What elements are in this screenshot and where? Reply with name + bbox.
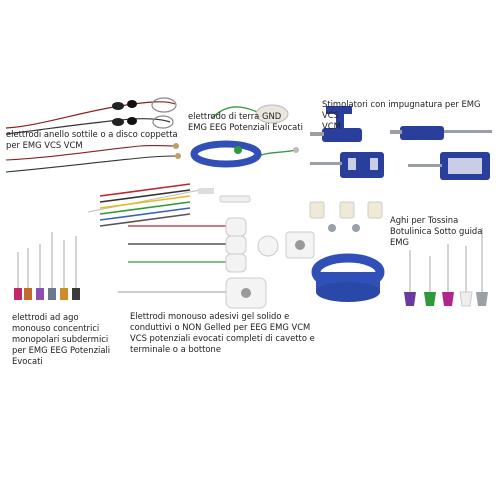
ring-electrode-cables	[5, 97, 181, 173]
ground-electrode	[211, 104, 299, 163]
label-botox-needles: Aghi per Tossina Botulinica Sotto guida …	[390, 215, 483, 247]
stimulator-group	[310, 106, 492, 180]
botox-needles	[404, 228, 488, 307]
concentric-needles	[14, 232, 80, 300]
velcro-strap	[311, 253, 385, 302]
label-stimulators: Stimolatori con impugnatura per EMG VCS …	[322, 99, 481, 131]
adhesive-electrodes	[118, 217, 315, 309]
label-concentric-needles: elettrodi ad ago monouso concentrici mon…	[12, 312, 111, 366]
cup-sensors	[309, 201, 383, 232]
label-ground-electrode: elettrodo di terra GND EMG EEG Potenzial…	[188, 111, 303, 132]
ground-strap	[190, 140, 262, 168]
label-ring-electrodes: elettrodi anello sottile o a disco coppe…	[6, 129, 178, 150]
label-disposable-electrodes: Elettrodi monouso adesivi gel solido e c…	[130, 311, 315, 354]
lead-wires	[87, 183, 251, 227]
